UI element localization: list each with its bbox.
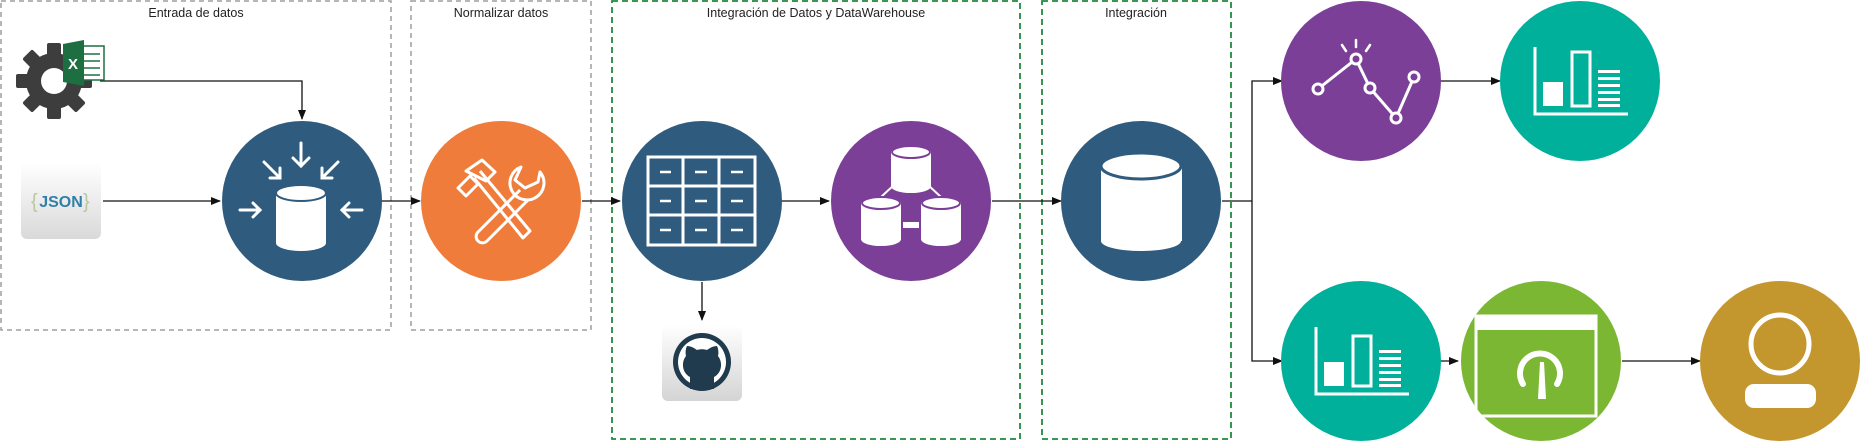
github-repository	[662, 325, 742, 401]
group-integracion: Integración	[1041, 0, 1232, 440]
excel-gear-source: X	[16, 40, 105, 119]
node-warehouse	[831, 121, 991, 281]
excel-icon: X	[63, 40, 105, 86]
database-icon	[1099, 151, 1183, 251]
group-label-integracion: Integración	[1105, 6, 1167, 20]
node-analytics	[1281, 1, 1441, 161]
node-report-bottom	[1281, 281, 1441, 441]
json-source: { JSON }	[21, 163, 101, 239]
node-normalize	[421, 121, 581, 281]
connector-excel-to-import	[100, 80, 306, 120]
bar-chart-icon	[1533, 47, 1628, 116]
group-normalizar-datos: Normalizar datos	[410, 0, 592, 331]
excel-letter: X	[68, 56, 78, 73]
node-table	[622, 121, 782, 281]
group-label-entrada: Entrada de datos	[148, 6, 243, 20]
group-integracion-dw: Integración de Datos y DataWarehouse	[611, 0, 1021, 440]
connectors	[100, 77, 1701, 365]
tools-icon	[456, 158, 546, 245]
node-database	[1061, 121, 1221, 281]
line-chart-icon	[1311, 38, 1421, 125]
group-label-integracion-dw: Integración de Datos y DataWarehouse	[707, 6, 925, 20]
node-report-top	[1500, 1, 1660, 161]
connector-branch-to-report-bottom	[1251, 201, 1283, 365]
database-cluster-icon	[861, 145, 961, 246]
database-import-icon	[238, 141, 364, 251]
json-label: JSON	[39, 194, 83, 211]
node-data-import	[222, 121, 382, 281]
bar-chart-icon	[1314, 327, 1409, 396]
github-icon	[673, 333, 731, 391]
connector-branch-to-analytics	[1251, 77, 1283, 201]
node-user	[1700, 281, 1860, 441]
json-open-brace: {	[31, 191, 38, 213]
group-entrada-de-datos: Entrada de datos	[0, 0, 392, 331]
node-dashboard	[1461, 281, 1621, 441]
json-close-brace: }	[83, 191, 90, 213]
group-label-normalizar: Normalizar datos	[454, 6, 548, 20]
gauge-dashboard-icon	[1474, 314, 1598, 418]
user-icon	[1745, 312, 1816, 408]
table-grid-icon	[646, 155, 757, 247]
